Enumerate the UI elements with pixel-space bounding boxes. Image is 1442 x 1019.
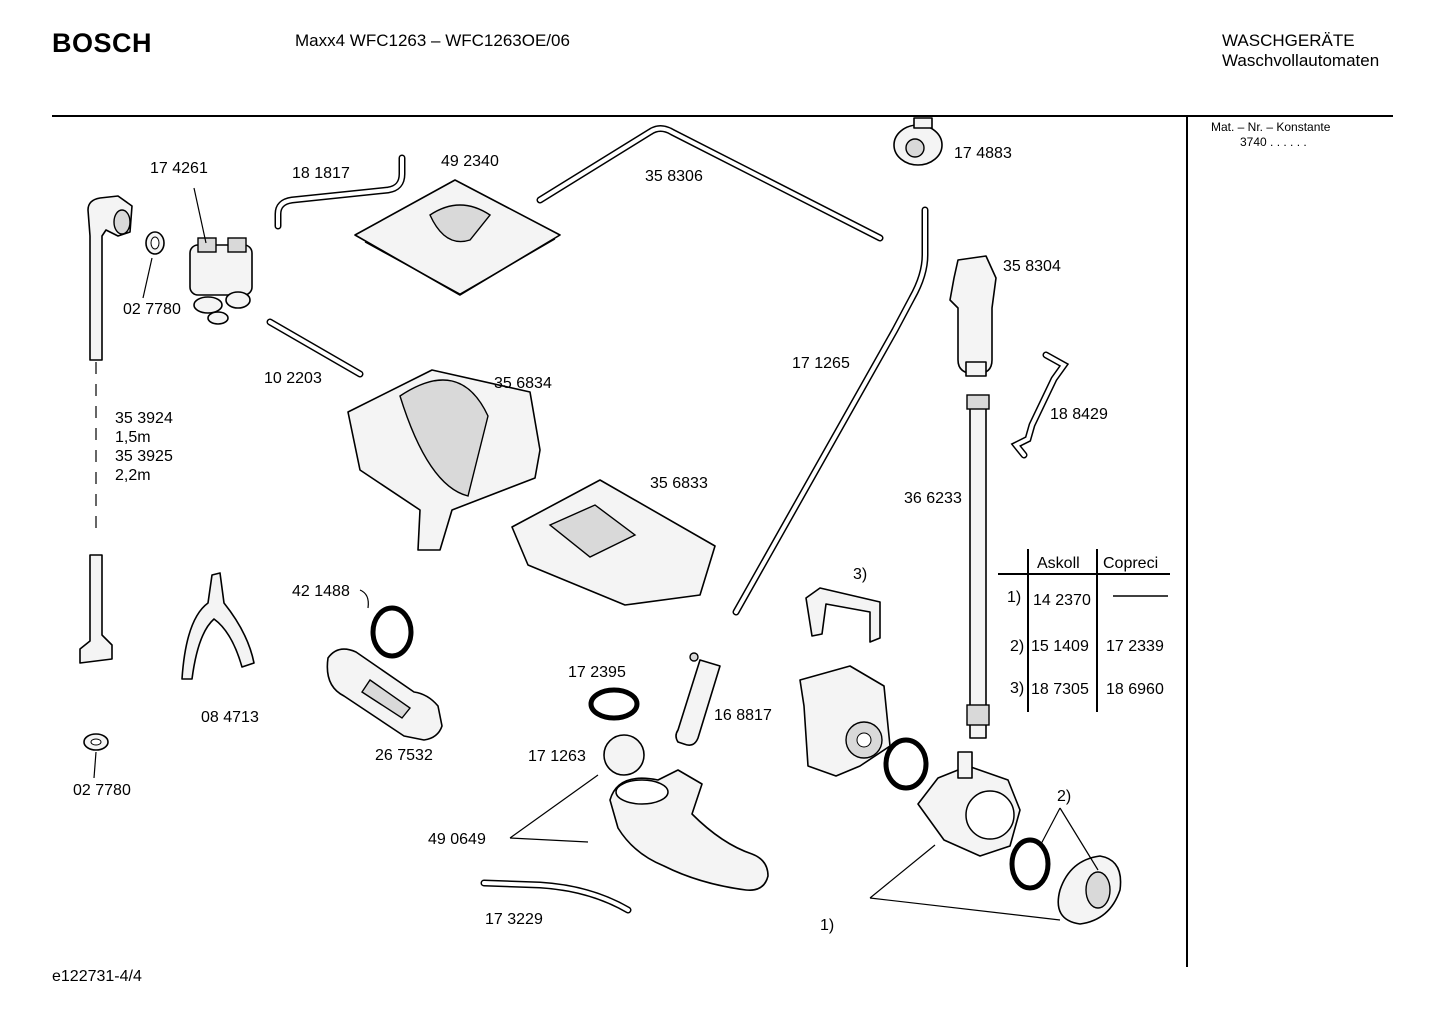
sidebar-note-label: Mat. – Nr. – Konstante xyxy=(1211,120,1331,134)
label-173229: 17 3229 xyxy=(485,911,543,928)
detergent-tray-cover xyxy=(354,179,561,296)
pressure-switch xyxy=(893,117,943,166)
label-358304: 35 8304 xyxy=(1003,258,1061,275)
model-title: Maxx4 WFC1263 – WFC1263OE/06 xyxy=(295,31,570,50)
table-cell-askoll: 18 7305 xyxy=(1031,681,1089,698)
label-353924: 35 3924 xyxy=(115,410,173,427)
label-027780-b: 02 7780 xyxy=(73,782,131,799)
label-171263: 17 1263 xyxy=(528,748,586,765)
table-header-askoll: Askoll xyxy=(1037,555,1080,572)
label-ref-1: 1) xyxy=(820,917,835,934)
washer-ring-2 xyxy=(83,733,109,751)
drain-hose xyxy=(966,394,990,739)
label-421488: 42 1488 xyxy=(292,583,350,600)
label-492340: 49 2340 xyxy=(441,153,499,170)
sidebar-note-value: 3740 . . . . . . xyxy=(1240,135,1307,149)
label-174261: 17 4261 xyxy=(150,160,208,177)
air-trap xyxy=(949,255,997,377)
label-ref-3: 3) xyxy=(853,566,868,583)
label-174883: 17 4883 xyxy=(954,145,1012,162)
table-row-ref: 3) xyxy=(1010,680,1025,697)
label-267532: 26 7532 xyxy=(375,747,433,764)
table-row-ref: 1) xyxy=(1007,589,1022,606)
washer-ring-1 xyxy=(145,231,165,255)
label-358306: 35 8306 xyxy=(645,168,703,185)
label-ref-2: 2) xyxy=(1057,788,1072,805)
label-length-15: 1,5m xyxy=(115,429,151,446)
table-cell-askoll: 14 2370 xyxy=(1033,592,1091,609)
table-row-ref: 2) xyxy=(1010,638,1025,655)
label-172395: 17 2395 xyxy=(568,664,626,681)
drawer-housing xyxy=(347,369,541,551)
drain-pump xyxy=(799,665,891,777)
table-cell-copreci: 18 6960 xyxy=(1106,681,1164,698)
label-084713: 08 4713 xyxy=(201,709,259,726)
category-subtitle: Waschvollautomaten xyxy=(1222,51,1380,70)
label-490649: 49 0649 xyxy=(428,831,486,848)
label-353925: 35 3925 xyxy=(115,448,173,465)
document-id: e122731-4/4 xyxy=(52,968,142,985)
sump-hose xyxy=(609,769,769,892)
table-cell-copreci: 17 2339 xyxy=(1106,638,1164,655)
table-header-copreci: Copreci xyxy=(1103,555,1159,572)
label-102203: 10 2203 xyxy=(264,370,322,387)
detergent-drawer xyxy=(511,479,716,606)
label-length-22: 2,2m xyxy=(115,467,151,484)
lint-filter xyxy=(1057,855,1122,925)
label-188429: 18 8429 xyxy=(1050,406,1108,423)
inlet-valve xyxy=(189,237,253,325)
label-356834: 35 6834 xyxy=(494,375,552,392)
table-cell-askoll: 15 1409 xyxy=(1031,638,1089,655)
bellow-hose xyxy=(326,648,443,741)
inlet-hose xyxy=(79,195,133,664)
label-366233: 36 6233 xyxy=(904,490,962,507)
label-168817: 16 8817 xyxy=(714,707,772,724)
label-171265: 17 1265 xyxy=(792,355,850,372)
label-181817: 18 1817 xyxy=(292,165,350,182)
label-027780-a: 02 7780 xyxy=(123,301,181,318)
pump-housing xyxy=(917,751,1021,857)
brand-logo: BOSCH xyxy=(52,28,153,58)
label-356833: 35 6833 xyxy=(650,475,708,492)
category-title: WASCHGERÄTE xyxy=(1222,31,1355,50)
